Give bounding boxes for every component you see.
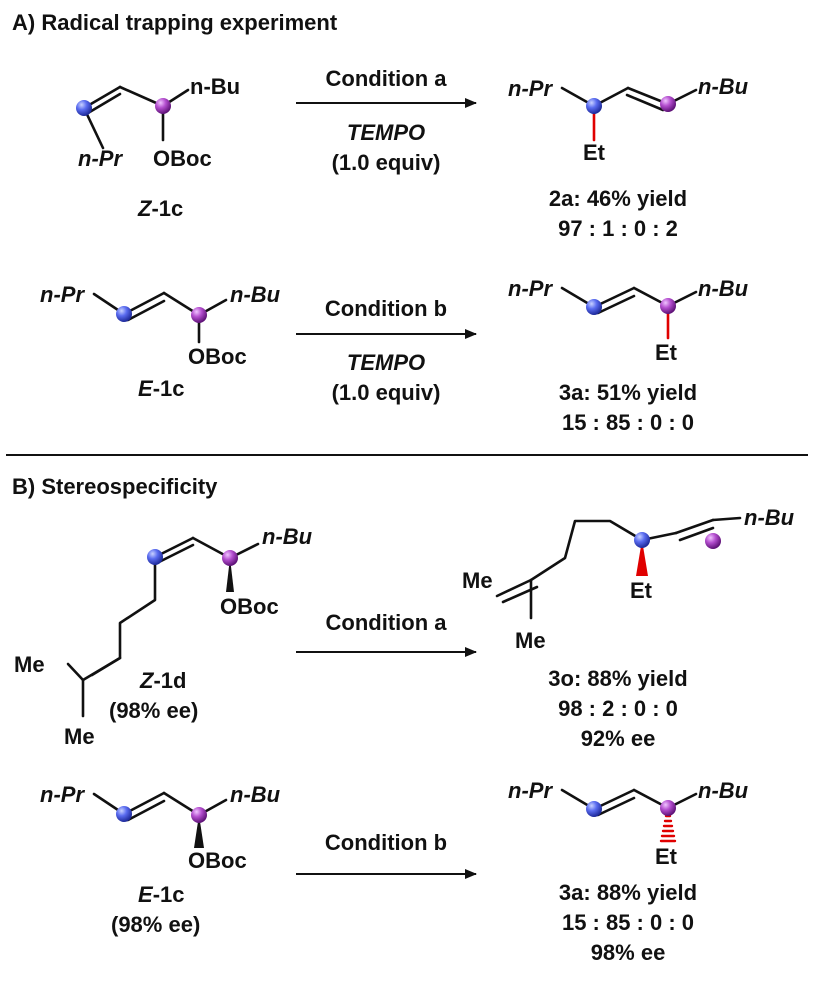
additive-amount: (1.0 equiv) (332, 380, 441, 405)
substrate-z-1c: n-Bu n-Pr OBoc Z-1c (76, 74, 240, 221)
substituent-label: n-Bu (230, 282, 281, 307)
additive-label: TEMPO (347, 350, 425, 375)
purple-atom-icon (191, 307, 207, 323)
methyl-label: Me (14, 652, 45, 677)
result-ratio: 97 : 1 : 0 : 2 (558, 216, 678, 241)
substituent-label: n-Pr (40, 782, 85, 807)
substituent-label: n-Bu (190, 74, 240, 99)
result-ratio: 98 : 2 : 0 : 0 (558, 696, 678, 721)
purple-atom-icon (660, 96, 676, 112)
blue-atom-icon (586, 801, 602, 817)
blue-atom-icon (147, 549, 163, 565)
section-b-title: B) Stereospecificity (12, 474, 218, 499)
leaving-group-label: OBoc (153, 146, 212, 171)
methyl-label: Me (515, 628, 546, 653)
leaving-group-label: OBoc (188, 848, 247, 873)
blue-atom-icon (586, 299, 602, 315)
methyl-label: Me (462, 568, 493, 593)
blue-atom-icon (634, 532, 650, 548)
result-yield: 2a: 46% yield (549, 186, 687, 211)
wedge-bond (636, 540, 648, 576)
methyl-label: Me (64, 724, 95, 749)
leaving-group-label: OBoc (220, 594, 279, 619)
substituent-label: n-Pr (78, 146, 123, 171)
substrate-e-1c: n-Pr n-Bu OBoc E-1c (40, 282, 281, 401)
substrate-e-1c-chiral: n-Pr n-Bu OBoc E-1c (98% ee) (40, 782, 281, 937)
additive-amount: (1.0 equiv) (332, 150, 441, 175)
new-group-label: Et (630, 578, 653, 603)
purple-atom-icon (660, 800, 676, 816)
purple-atom-icon (660, 298, 676, 314)
new-group-label: Et (583, 140, 606, 165)
condition-label: Condition a (326, 66, 448, 91)
leaving-group-label: OBoc (188, 344, 247, 369)
condition-label: Condition b (325, 296, 447, 321)
new-group-label: Et (655, 340, 678, 365)
substituent-label: n-Bu (698, 276, 749, 301)
product-2a: n-Pr n-Bu Et (508, 74, 749, 165)
blue-atom-icon (116, 806, 132, 822)
blue-atom-icon (586, 98, 602, 114)
purple-atom-icon (191, 807, 207, 823)
additive-label: TEMPO (347, 120, 425, 145)
result-ee: 98% ee (591, 940, 666, 965)
substituent-label: n-Bu (230, 782, 281, 807)
compound-label: Z-1d (139, 668, 186, 693)
result-ee: 92% ee (581, 726, 656, 751)
compound-label: Z-1c (137, 196, 183, 221)
product-3o: n-Bu Et Me Me (462, 505, 795, 653)
section-a-title: A) Radical trapping experiment (12, 10, 338, 35)
wedge-bond (226, 558, 234, 592)
substituent-label: n-Pr (40, 282, 85, 307)
result-yield: 3a: 88% yield (559, 880, 697, 905)
result-ratio: 15 : 85 : 0 : 0 (562, 410, 694, 435)
purple-atom-icon (155, 98, 171, 114)
substituent-label: n-Pr (508, 276, 553, 301)
ee-label: (98% ee) (111, 912, 200, 937)
result-yield: 3o: 88% yield (548, 666, 687, 691)
blue-atom-icon (116, 306, 132, 322)
compound-label: E-1c (138, 882, 184, 907)
substituent-label: n-Bu (744, 505, 795, 530)
substituent-label: n-Bu (698, 778, 749, 803)
substituent-label: n-Bu (698, 74, 749, 99)
purple-atom-icon (222, 550, 238, 566)
product-3a-chiral: n-Pr n-Bu Et (508, 778, 749, 869)
wedge-bond (194, 815, 204, 848)
result-yield: 3a: 51% yield (559, 380, 697, 405)
blue-atom-icon (76, 100, 92, 116)
purple-atom-icon (705, 533, 721, 549)
result-ratio: 15 : 85 : 0 : 0 (562, 910, 694, 935)
new-group-label: Et (655, 844, 678, 869)
substituent-label: n-Bu (262, 524, 313, 549)
compound-label: E-1c (138, 376, 184, 401)
condition-label: Condition a (326, 610, 448, 635)
hashed-wedge-bond (659, 814, 677, 843)
condition-label: Condition b (325, 830, 447, 855)
substituent-label: n-Pr (508, 778, 553, 803)
product-3a: n-Pr n-Bu Et (508, 276, 749, 365)
substituent-label: n-Pr (508, 76, 553, 101)
substrate-z-1d: n-Bu OBoc Me Me Z-1d (98% ee) (14, 524, 313, 749)
ee-label: (98% ee) (109, 698, 198, 723)
